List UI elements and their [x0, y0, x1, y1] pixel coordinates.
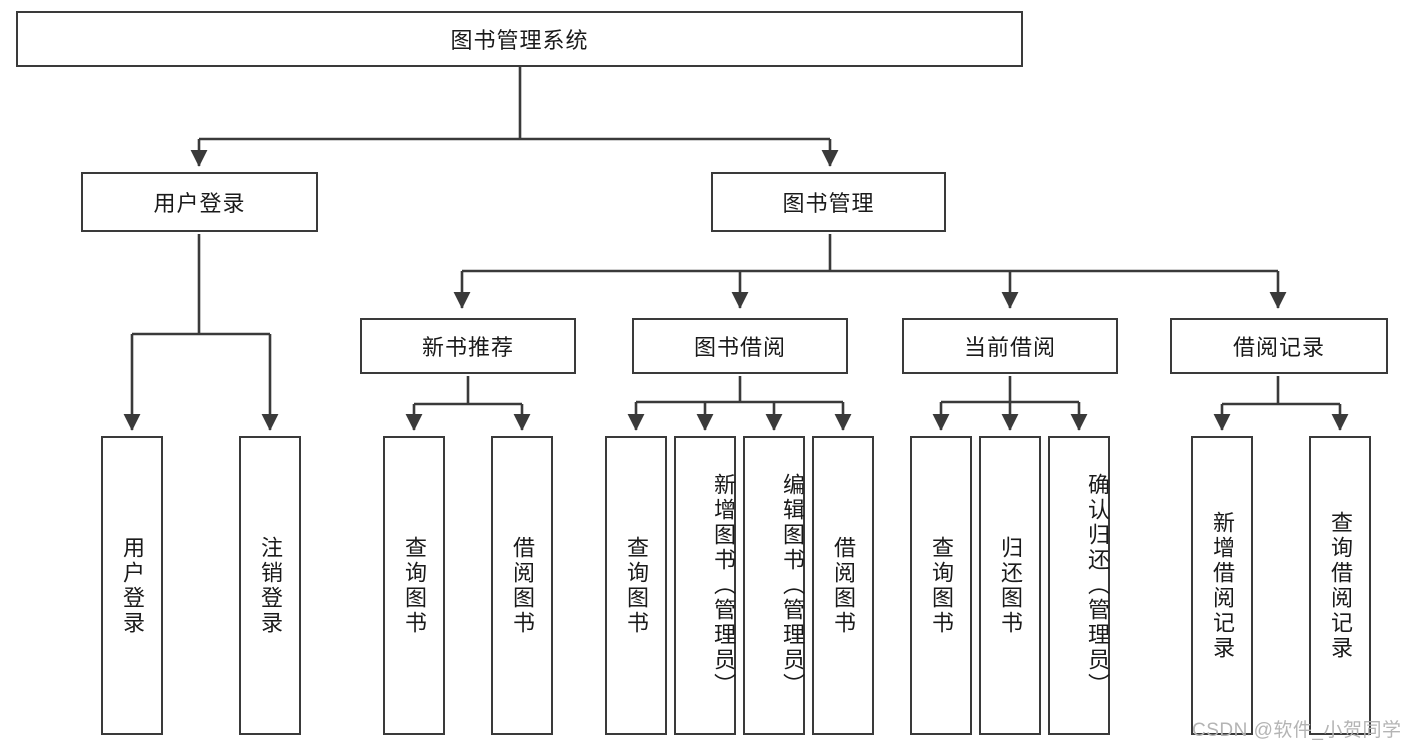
node-label: 确认归还（管理员） — [1085, 473, 1110, 698]
node-book-management[interactable]: 图书管理 — [711, 172, 946, 232]
node-leaf-query-book-1[interactable]: 查询图书 — [383, 436, 445, 735]
node-leaf-return-book[interactable]: 归还图书 — [979, 436, 1041, 735]
node-leaf-query-book-3[interactable]: 查询图书 — [910, 436, 972, 735]
node-leaf-edit-book[interactable]: 编辑图书（管理员） — [743, 436, 805, 735]
node-leaf-query-borrow-record[interactable]: 查询借阅记录 — [1309, 436, 1371, 735]
node-book-borrow[interactable]: 图书借阅 — [632, 318, 848, 374]
node-label: 新增图书（管理员） — [711, 473, 736, 698]
node-leaf-borrow-book-2[interactable]: 借阅图书 — [812, 436, 874, 735]
node-new-book-recommend[interactable]: 新书推荐 — [360, 318, 576, 374]
node-book-management-system[interactable]: 图书管理系统 — [16, 11, 1023, 67]
node-leaf-logout-login[interactable]: 注销登录 — [239, 436, 301, 735]
node-leaf-borrow-book-1[interactable]: 借阅图书 — [491, 436, 553, 735]
node-label: 借阅图书 — [510, 535, 535, 636]
node-leaf-add-borrow-record[interactable]: 新增借阅记录 — [1191, 436, 1253, 735]
csdn-watermark: CSDN @软件_小贺同学 — [1192, 720, 1402, 741]
node-label: 注销登录 — [258, 535, 283, 636]
node-label: 查询图书 — [402, 535, 427, 636]
node-borrow-record[interactable]: 借阅记录 — [1170, 318, 1388, 374]
node-label: 图书管理 — [782, 191, 875, 216]
node-label: 用户登录 — [153, 191, 246, 216]
node-label: 借阅记录 — [1232, 335, 1325, 360]
node-label: 借阅图书 — [831, 535, 856, 636]
node-leaf-confirm-return[interactable]: 确认归还（管理员） — [1048, 436, 1110, 735]
node-leaf-query-book-2[interactable]: 查询图书 — [605, 436, 667, 735]
node-leaf-user-login[interactable]: 用户登录 — [101, 436, 163, 735]
node-label: 图书借阅 — [693, 335, 786, 360]
node-leaf-add-book[interactable]: 新增图书（管理员） — [674, 436, 736, 735]
node-label: 编辑图书（管理员） — [780, 473, 805, 698]
node-label: 新增借阅记录 — [1210, 510, 1235, 661]
node-current-borrow[interactable]: 当前借阅 — [902, 318, 1118, 374]
node-label: 归还图书 — [998, 535, 1023, 636]
node-label: 查询图书 — [624, 535, 649, 636]
node-label: 当前借阅 — [963, 335, 1056, 360]
node-label: 查询图书 — [929, 535, 954, 636]
node-user-login[interactable]: 用户登录 — [81, 172, 318, 232]
node-label: 图书管理系统 — [450, 28, 589, 53]
node-label: 用户登录 — [120, 535, 145, 636]
node-label: 新书推荐 — [421, 335, 514, 360]
node-label: 查询借阅记录 — [1328, 510, 1353, 661]
